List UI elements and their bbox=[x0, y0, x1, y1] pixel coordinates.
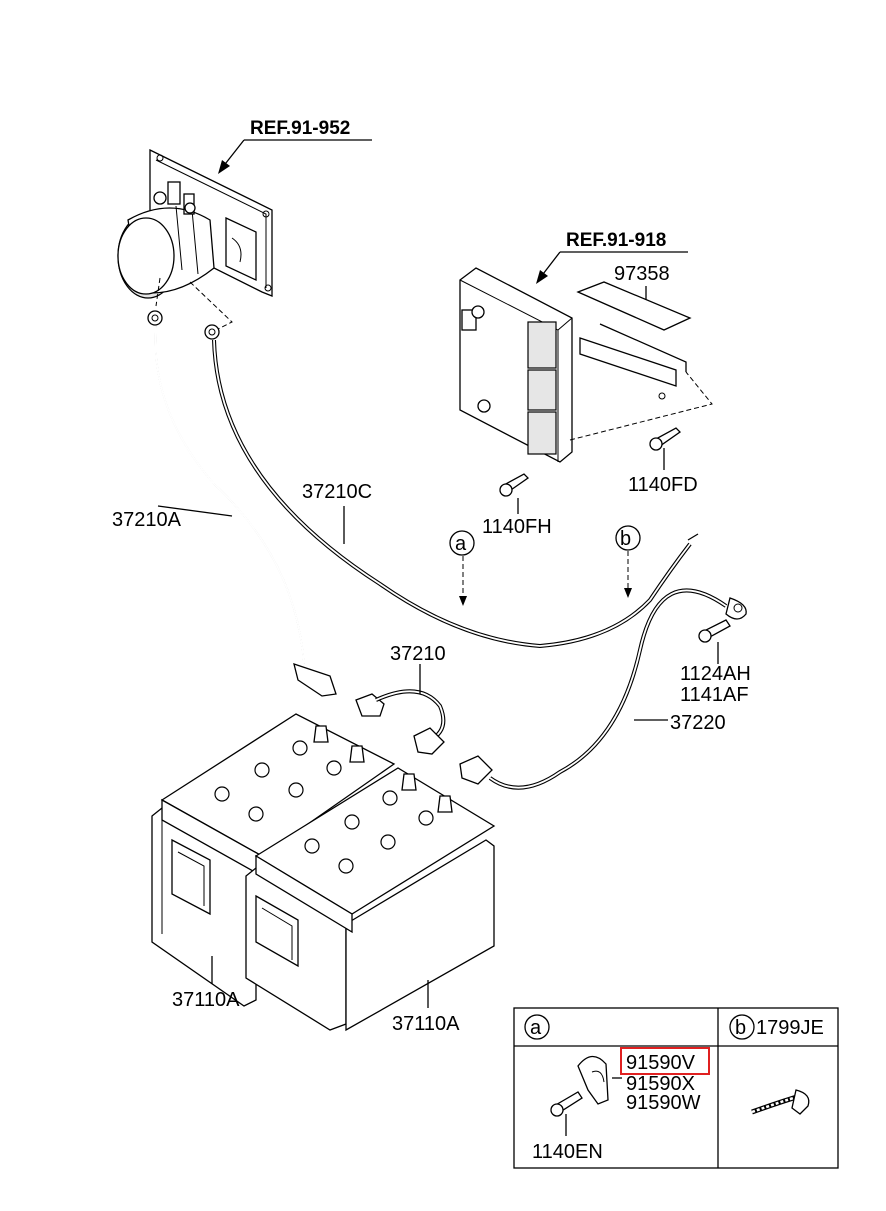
ref-91-952-callout: REF.91-952 bbox=[218, 118, 372, 174]
label-37110a-right: 37110A bbox=[392, 1013, 460, 1035]
ref-91-918-callout: REF.91-918 bbox=[536, 230, 688, 284]
cable-37210: 37210 bbox=[355, 643, 446, 755]
table-a-part-1: 91590V bbox=[626, 1052, 696, 1074]
ref-91-952-label: REF.91-952 bbox=[250, 118, 350, 139]
label-1140fd: 1140FD bbox=[628, 474, 698, 496]
callout-b: b bbox=[615, 525, 641, 598]
label-37210c: 37210C bbox=[302, 481, 372, 503]
label-1140fh: 1140FH bbox=[482, 516, 552, 538]
label-1124ah: 1124AH bbox=[680, 663, 751, 685]
callout-b-label: b bbox=[620, 528, 631, 550]
label-37210: 37210 bbox=[390, 643, 446, 665]
table-a-bolt: 1140EN bbox=[532, 1141, 603, 1163]
cable-37210c: 37210C bbox=[204, 324, 699, 649]
table-b-part: 1799JE bbox=[756, 1017, 824, 1039]
label-1141af: 1141AF bbox=[680, 684, 749, 706]
table-a-part-2: 91590X bbox=[626, 1073, 695, 1095]
cable-37220: 37220 bbox=[459, 588, 747, 790]
ecu-assembly bbox=[459, 267, 713, 463]
bolt-1124ah: 1124AH 1141AF bbox=[680, 619, 751, 706]
table-a-header: a bbox=[530, 1017, 542, 1039]
bolt-1140fh: 1140FH bbox=[482, 473, 552, 538]
label-37210a: 37210A bbox=[112, 509, 182, 531]
cable-37210a: 37210A bbox=[112, 310, 337, 697]
sticker-97358: 97358 bbox=[576, 263, 692, 331]
highlight-91590v bbox=[620, 1047, 710, 1075]
ref-91-918-label: REF.91-918 bbox=[566, 230, 666, 251]
label-37110a-left: 37110A bbox=[172, 989, 240, 1011]
detail-table: a b 1799JE 91590V 91590X 91590W 1140EN bbox=[513, 1007, 839, 1169]
table-b-header: b bbox=[735, 1017, 746, 1039]
callout-a: a bbox=[449, 530, 475, 606]
starter-assembly bbox=[117, 148, 273, 333]
label-37220: 37220 bbox=[670, 712, 726, 734]
battery-right: 37110A bbox=[245, 767, 496, 1035]
battery-left: 37110A bbox=[151, 713, 396, 1011]
bolt-1140fd: 1140FD bbox=[628, 427, 698, 496]
label-97358: 97358 bbox=[614, 263, 670, 285]
table-a-part-3: 91590W bbox=[626, 1092, 701, 1114]
callout-a-label: a bbox=[455, 533, 467, 555]
